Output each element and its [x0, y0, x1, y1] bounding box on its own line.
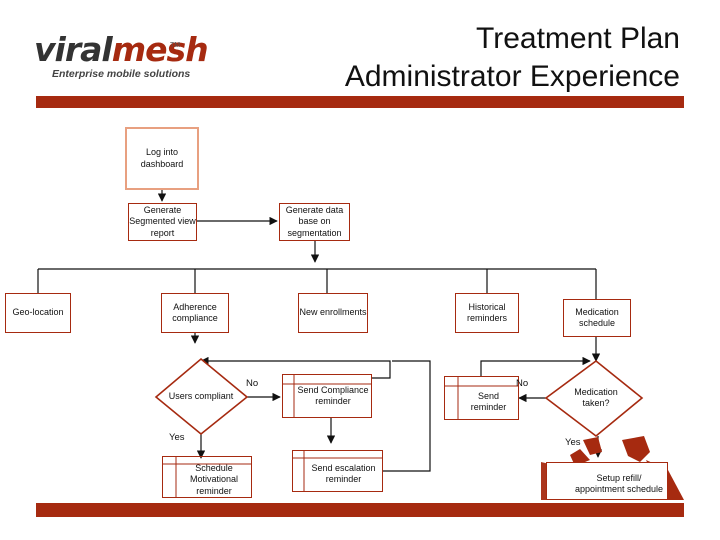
edge-label-no-compliant: No	[246, 378, 259, 389]
users-compliant-label: Users compliant	[168, 391, 234, 402]
medication-schedule-label: Medication schedule	[575, 306, 619, 329]
title-line-2: Administrator Experience	[344, 60, 680, 93]
send-reminder-box: Send reminder	[444, 376, 519, 420]
page-title: Treatment Plan Administrator Experience	[345, 20, 680, 96]
header-divider-bar	[36, 96, 684, 108]
new-enrollments-box: New enrollments	[298, 293, 368, 333]
send-compliance-box: Send Compliance reminder	[282, 374, 372, 418]
send-reminder-label: Send reminder	[470, 390, 507, 413]
login-label: Log into dashboard	[140, 147, 184, 169]
users-compliant-decision: Users compliant	[166, 378, 236, 416]
users-compliant-diamond	[154, 357, 249, 436]
medication-schedule-box: Medication schedule	[563, 299, 631, 337]
setup-refill-label: Setup refill/ appointment schedule	[574, 472, 664, 495]
medication-taken-decision: Medication taken?	[560, 380, 632, 416]
adherence-compliance-box: Adherence compliance	[161, 293, 229, 333]
send-escalation-box: Send escalation reminder	[292, 450, 383, 492]
adherence-compliance-label: Adherence compliance	[172, 301, 218, 324]
edge-label-yes-compliant: Yes	[169, 432, 185, 443]
schedule-motivational-box: Schedule Motivational reminder	[162, 456, 252, 498]
generate-report-box: Generate Segmented view report	[128, 203, 197, 241]
logo-tagline: Enterprise mobile solutions	[52, 68, 191, 80]
generate-database-box: Generate data base on segmentation	[279, 203, 350, 241]
logo-wordmark: viralmesh	[34, 30, 209, 70]
medication-taken-label: Medication taken?	[574, 386, 618, 409]
title-line-1: Treatment Plan	[476, 22, 680, 55]
footer-divider-bar	[36, 503, 684, 517]
logo-word-viral: viral	[34, 30, 113, 69]
new-enrollments-label: New enrollments	[299, 307, 367, 318]
arrow-reminder-loopback	[480, 356, 591, 376]
edge-label-no-taken: No	[516, 378, 529, 389]
geo-location-box: Geo-location	[5, 293, 71, 333]
viralmesh-logo: viralmesh TM Enterprise mobile solutions	[34, 26, 209, 86]
send-compliance-label: Send Compliance reminder	[297, 384, 369, 407]
send-escalation-label: Send escalation reminder	[311, 462, 376, 485]
setup-refill-box: Setup refill/ appointment schedule	[546, 462, 668, 500]
generate-report-label: Generate Segmented view report	[129, 204, 196, 238]
medication-taken-diamond	[544, 359, 644, 438]
generate-database-label: Generate data base on segmentation	[285, 204, 344, 238]
logo-word-mesh: mesh	[111, 30, 209, 69]
login-box: Log into dashboard	[125, 127, 199, 190]
logo-trademark: TM	[170, 42, 181, 49]
escalation-loop-line	[383, 360, 431, 472]
historical-reminders-label: Historical reminders	[466, 301, 507, 324]
arrow-compliance-loopback	[200, 356, 391, 379]
historical-reminders-box: Historical reminders	[455, 293, 519, 333]
geo-location-label: Geo-location	[12, 307, 64, 318]
edge-label-yes-taken: Yes	[565, 437, 581, 448]
schedule-motivational-label: Schedule Motivational reminder	[189, 462, 239, 496]
